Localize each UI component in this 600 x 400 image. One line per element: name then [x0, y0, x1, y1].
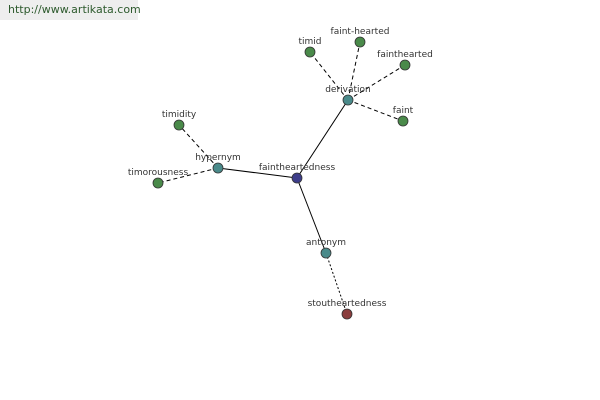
term-dot[interactable] [152, 177, 164, 189]
edge-hyp-t6 [157, 167, 219, 184]
center-label[interactable]: faintheartedness [259, 163, 336, 173]
watermark-url[interactable]: http://www.artikata.com [0, 0, 141, 20]
term-label[interactable]: timid [298, 37, 321, 47]
relation-label[interactable]: hypernym [195, 153, 241, 163]
center-dot[interactable] [291, 172, 303, 184]
relation-label[interactable]: antonym [306, 238, 346, 248]
relation-dot[interactable] [342, 94, 354, 106]
term-label[interactable]: timidity [162, 110, 197, 120]
edge-center-der [296, 99, 349, 179]
edge-center-ant [296, 177, 327, 254]
relation-node-ant[interactable]: antonym [306, 238, 346, 259]
term-node-t5[interactable]: timidity [162, 110, 197, 131]
nodes-layer: faintheartedness derivation hypernym antony… [128, 27, 433, 320]
edge-der-t1 [309, 51, 349, 101]
center-node-c[interactable]: faintheartedness [259, 163, 336, 184]
edge-hyp-t5 [178, 124, 219, 169]
term-label[interactable]: faint [393, 106, 414, 116]
term-label[interactable]: timorousness [128, 168, 189, 178]
edge-center-hyp [217, 167, 298, 179]
term-node-t7[interactable]: stoutheartedness [308, 299, 387, 320]
edge-der-t4 [347, 99, 404, 122]
term-label[interactable]: faint-hearted [331, 27, 390, 37]
term-dot[interactable] [397, 115, 409, 127]
relation-label[interactable]: derivation [325, 85, 371, 95]
edges-layer [157, 41, 406, 315]
term-dot[interactable] [173, 119, 185, 131]
relation-node-hyp[interactable]: hypernym [195, 153, 241, 174]
term-node-t3[interactable]: fainthearted [377, 50, 433, 71]
term-dot[interactable] [341, 308, 353, 320]
term-dot[interactable] [354, 36, 366, 48]
term-node-t4[interactable]: faint [393, 106, 414, 127]
term-label[interactable]: stoutheartedness [308, 299, 387, 309]
relation-dot[interactable] [212, 162, 224, 174]
term-node-t2[interactable]: faint-hearted [331, 27, 390, 48]
term-node-t6[interactable]: timorousness [128, 168, 189, 189]
relation-dot[interactable] [320, 247, 332, 259]
term-label[interactable]: fainthearted [377, 50, 433, 60]
term-node-t1[interactable]: timid [298, 37, 322, 58]
edge-ant-t7 [325, 252, 348, 315]
edge-der-t2 [347, 41, 361, 101]
term-dot[interactable] [304, 46, 316, 58]
term-dot[interactable] [399, 59, 411, 71]
relation-node-der[interactable]: derivation [325, 85, 371, 106]
